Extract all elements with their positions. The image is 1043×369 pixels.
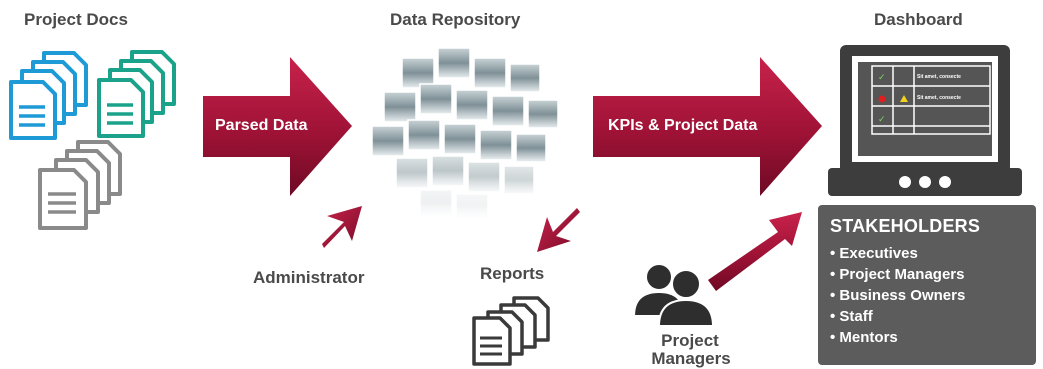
kpis-label: KPIs & Project Data: [608, 117, 758, 134]
stakeholder-item: • Staff: [830, 308, 873, 325]
stakeholder-item: • Project Managers: [830, 266, 965, 283]
check-icon-2: ✓: [878, 114, 886, 124]
red-status-icon: [878, 95, 886, 103]
gray-document-stack-icon: [38, 140, 122, 230]
project-managers-people-icon: [632, 263, 715, 327]
stakeholders-title: STAKEHOLDERS: [830, 216, 981, 236]
check-icon-1: ✓: [878, 72, 886, 82]
dashboard-laptop-icon: [828, 45, 1022, 196]
screen-row2-text: Sit amet, consecte: [917, 95, 961, 101]
project-docs-label: Project Docs: [24, 10, 128, 29]
screen-row1-text: Sit amet, consecte: [917, 74, 961, 80]
project-managers-label-line1: Project: [661, 331, 719, 350]
reports-arrow: [537, 208, 580, 252]
yellow-warning-icon: [900, 95, 908, 102]
reports-label: Reports: [480, 264, 545, 283]
parsed-data-arrow: [203, 57, 352, 196]
parsed-data-label: Parsed Data: [215, 117, 308, 134]
teal-document-stack-icon: [97, 50, 176, 138]
data-repository-cube-icon: [360, 47, 570, 230]
stakeholders-list: • Executives • Project Managers • Busine…: [830, 243, 965, 348]
blue-document-stack-icon: [9, 51, 88, 140]
data-repository-label: Data Repository: [390, 10, 521, 29]
kpis-arrow: [593, 57, 822, 196]
stakeholder-item: • Business Owners: [830, 287, 966, 304]
stakeholder-item: • Mentors: [830, 329, 898, 346]
status-arrow: [708, 212, 802, 291]
administrator-arrow: [322, 206, 362, 248]
dashboard-label: Dashboard: [874, 10, 963, 29]
stakeholder-item: • Executives: [830, 245, 918, 262]
project-managers-label-line2: Managers: [651, 349, 731, 368]
stakeholders-panel: STAKEHOLDERS • Executives • Project Mana…: [818, 205, 1036, 365]
administrator-label: Administrator: [253, 268, 365, 287]
reports-document-stack-icon: [472, 296, 550, 366]
